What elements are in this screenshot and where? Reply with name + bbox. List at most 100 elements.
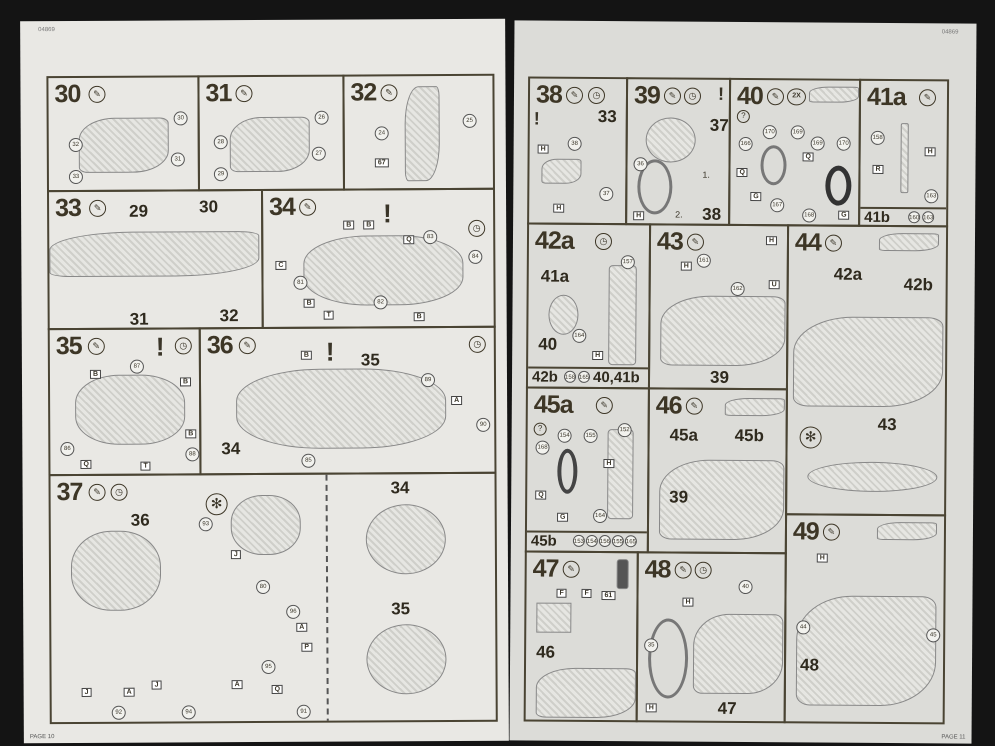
glue-icon: ✎ bbox=[87, 337, 105, 355]
step-number: 47 bbox=[532, 554, 559, 583]
part-callout: 27 bbox=[311, 146, 326, 161]
clock-icon: ◷ bbox=[594, 232, 613, 251]
part-label: 41a bbox=[540, 266, 570, 286]
attention-mark: ! bbox=[325, 336, 335, 367]
glue-flag: G bbox=[838, 210, 850, 220]
question-icon: ? bbox=[736, 109, 750, 124]
step-48: 48 ✎ ◷ 47 40 35 H H bbox=[635, 551, 787, 724]
divider bbox=[325, 474, 329, 725]
glue-flag: H bbox=[682, 597, 694, 607]
part-label: 39 bbox=[669, 487, 689, 507]
part-callout: 163 bbox=[924, 189, 939, 204]
glue-icon: ✎ bbox=[685, 397, 703, 415]
paint-icon: ✻ bbox=[799, 426, 822, 449]
clock-icon: ◷ bbox=[587, 86, 606, 105]
part-callout: 170 bbox=[836, 136, 851, 151]
wing-diagram bbox=[792, 316, 944, 408]
part-callout: 80 bbox=[256, 579, 271, 595]
step-43: 43 ✎ 39 161 162 H H U bbox=[647, 223, 790, 391]
glue-icon: ✎ bbox=[562, 560, 580, 578]
part-callout: 82 bbox=[373, 295, 388, 310]
cowl-ring bbox=[647, 618, 689, 699]
gear-door-diagram bbox=[607, 429, 634, 520]
glue-flag: H bbox=[680, 261, 692, 271]
part-callout: 156 bbox=[598, 534, 611, 548]
part-label: 43 bbox=[877, 414, 897, 435]
part-callout: 168 bbox=[802, 208, 817, 223]
engine-diagram bbox=[70, 530, 162, 612]
step-number: 45a bbox=[533, 390, 573, 419]
glue-icon: ✎ bbox=[565, 86, 584, 104]
part-label: 45a bbox=[669, 425, 699, 445]
glue-flag: F bbox=[581, 588, 592, 598]
part-label: 46 bbox=[536, 642, 556, 662]
glue-icon: ✎ bbox=[238, 337, 256, 355]
step-number: 37 bbox=[56, 477, 83, 507]
part-label: 47 bbox=[717, 698, 737, 718]
part-callout: 165 bbox=[624, 535, 637, 548]
part-callout: 67 bbox=[374, 158, 389, 168]
glue-flag: B bbox=[179, 377, 192, 387]
step-number: 35 bbox=[55, 331, 82, 361]
gear-door-diagram bbox=[608, 265, 637, 366]
part-callout: 164 bbox=[593, 508, 608, 524]
part-label: 42a bbox=[833, 264, 863, 284]
wing-diagram bbox=[660, 295, 786, 367]
tail-diagram bbox=[404, 86, 440, 182]
glue-flag: A bbox=[451, 395, 463, 406]
glue-icon: ✎ bbox=[595, 396, 613, 415]
part-callout: 87 bbox=[129, 359, 144, 374]
part-callout: 84 bbox=[468, 249, 483, 264]
glue-flag: H bbox=[603, 459, 615, 469]
step-number: 40 bbox=[736, 81, 763, 111]
aircraft-thumbnail bbox=[724, 397, 785, 417]
glue-flag: G bbox=[750, 192, 762, 202]
part-callout: 95 bbox=[261, 659, 276, 675]
part-callout: 167 bbox=[770, 198, 785, 213]
step-number: 39 bbox=[633, 81, 660, 110]
glue-icon: ✎ bbox=[235, 85, 253, 103]
cowl-diagram bbox=[541, 158, 582, 184]
part-callout: 164 bbox=[572, 328, 587, 343]
glue-flag: B bbox=[185, 429, 197, 439]
part-callout: 61 bbox=[601, 591, 616, 601]
part-callout: 92 bbox=[111, 705, 126, 720]
part-callout: 155 bbox=[611, 535, 624, 548]
aircraft-thumbnail bbox=[876, 521, 938, 541]
part-callout: 162 bbox=[730, 281, 745, 297]
clock-icon: ◷ bbox=[468, 335, 486, 353]
glue-icon: ✎ bbox=[686, 233, 705, 251]
engine-diagram bbox=[230, 494, 301, 556]
glue-flag: Q bbox=[80, 459, 92, 469]
glue-flag: C bbox=[275, 260, 287, 270]
glue-flag: H bbox=[765, 236, 778, 246]
step-32: 32 ✎ 24 25 67 bbox=[342, 73, 496, 191]
glue-flag: B bbox=[413, 312, 425, 322]
part-callout: 96 bbox=[286, 604, 301, 619]
engine-diagram bbox=[235, 368, 447, 450]
glue-flag: B bbox=[303, 298, 315, 308]
part-callout: 154 bbox=[585, 534, 598, 547]
clock-icon: ◷ bbox=[174, 337, 192, 355]
step-number: 49 bbox=[792, 517, 819, 546]
right-instruction-page: 04869 PAGE 11 38 ✎ ◷ ! 33 38 37 H H 39 ✎… bbox=[509, 20, 977, 744]
substep-number: 45b bbox=[530, 532, 557, 550]
glue-icon: ✎ bbox=[88, 483, 106, 501]
sequence-label: 2. bbox=[675, 209, 683, 220]
landing-gear-leg bbox=[900, 123, 909, 194]
step-38: 38 ✎ ◷ ! 33 38 37 H H bbox=[527, 76, 629, 226]
fuselage-diagram bbox=[49, 231, 260, 278]
glue-flag: A bbox=[123, 687, 135, 697]
glue-flag: U bbox=[768, 280, 780, 290]
glue-flag: Q bbox=[535, 490, 547, 500]
cockpit-diagram bbox=[535, 667, 636, 719]
fuselage-diagram bbox=[795, 595, 937, 707]
glue-icon: ✎ bbox=[89, 199, 107, 217]
glue-icon: ✎ bbox=[822, 523, 841, 541]
step-number: 48 bbox=[644, 555, 671, 584]
part-callout: 29 bbox=[213, 167, 228, 182]
part-callout: 26 bbox=[314, 110, 329, 125]
glue-flag: G bbox=[557, 512, 569, 522]
part-callout: 33 bbox=[68, 169, 83, 185]
sequence-label: 1. bbox=[702, 169, 710, 180]
